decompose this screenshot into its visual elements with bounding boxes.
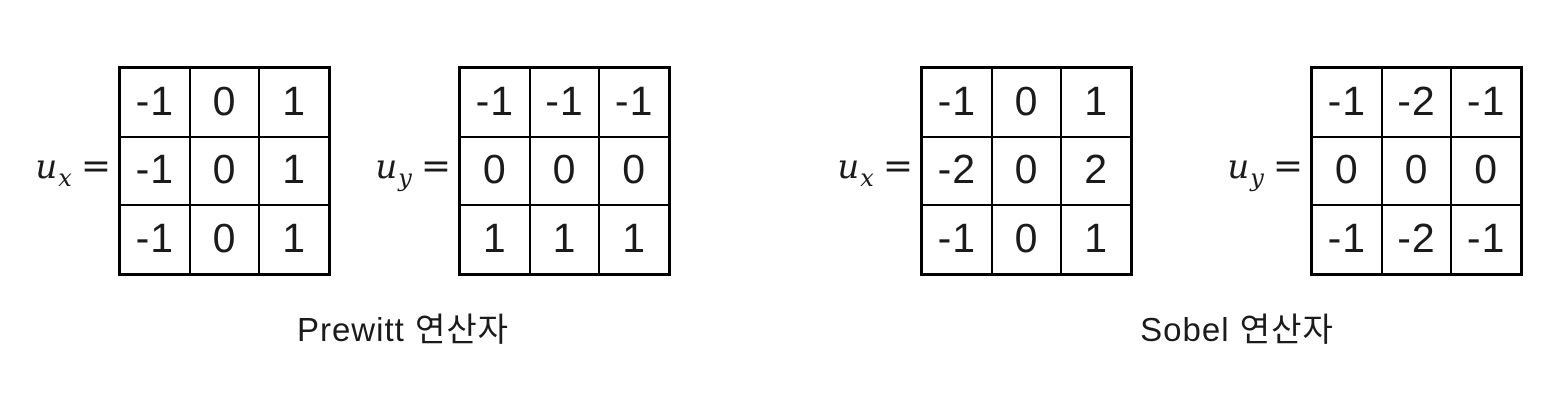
kernel-label-sobel-uy: uy =	[1227, 146, 1303, 192]
matrix-cell: -1	[599, 68, 669, 137]
math-var: u	[35, 147, 58, 188]
matrix-cell: 2	[1061, 136, 1131, 206]
matrix-cell: 0	[991, 136, 1062, 206]
kernel-label-sobel-ux: ux =	[837, 146, 913, 192]
matrix-cell: 1	[1061, 205, 1131, 274]
caption-sobel: Sobel 연산자	[1140, 311, 1334, 348]
matrix-cell: -1	[1451, 205, 1521, 274]
math-subscript: y	[398, 164, 412, 193]
equals-sign: =	[80, 146, 111, 188]
kernel-label-prewitt-ux: ux =	[35, 146, 111, 192]
caption-prewitt: Prewitt 연산자	[296, 311, 510, 348]
matrix-cell: -1	[1451, 68, 1521, 137]
matrix-cell: 0	[189, 68, 260, 137]
matrix-cell: 0	[1451, 136, 1521, 206]
matrix-cell: -1	[1312, 205, 1382, 274]
math-var: u	[375, 147, 398, 188]
matrix-cell: 1	[259, 205, 329, 274]
matrix-cell: -1	[460, 68, 530, 137]
math-subscript: x	[860, 164, 874, 193]
matrix-cell: 1	[259, 68, 329, 137]
math-var: u	[837, 147, 860, 188]
math-var: u	[1227, 147, 1250, 188]
matrix-cell: 0	[991, 68, 1062, 137]
matrix-cell: 0	[189, 205, 260, 274]
matrix-cell: 0	[189, 136, 260, 206]
matrix-cell: -1	[529, 68, 600, 137]
math-subscript: x	[58, 164, 72, 193]
equals-sign: =	[1272, 146, 1303, 188]
matrix-cell: 1	[599, 205, 669, 274]
matrix-cell: -1	[120, 205, 190, 274]
matrix-cell: 0	[1312, 136, 1382, 206]
matrix-cell: 0	[599, 136, 669, 206]
matrix-cell: -2	[922, 136, 992, 206]
equals-sign: =	[420, 146, 451, 188]
matrix-cell: -1	[120, 68, 190, 137]
matrix-cell: -1	[922, 68, 992, 137]
matrix-cell: 1	[460, 205, 530, 274]
matrix-cell: 0	[460, 136, 530, 206]
matrix-cell: 1	[259, 136, 329, 206]
matrix-cell: 1	[529, 205, 600, 274]
matrix-cell: -1	[1312, 68, 1382, 137]
matrix-cell: -1	[120, 136, 190, 206]
matrix-cell: 0	[529, 136, 600, 206]
matrix-cell: -2	[1381, 205, 1452, 274]
kernel-label-prewitt-uy: uy =	[375, 146, 451, 192]
matrix-cell: -1	[922, 205, 992, 274]
matrix-cell: -2	[1381, 68, 1452, 137]
math-subscript: y	[1250, 164, 1264, 193]
matrix-cell: 0	[1381, 136, 1452, 206]
matrix-cell: 0	[991, 205, 1062, 274]
matrix-cell: 1	[1061, 68, 1131, 137]
equals-sign: =	[882, 146, 913, 188]
